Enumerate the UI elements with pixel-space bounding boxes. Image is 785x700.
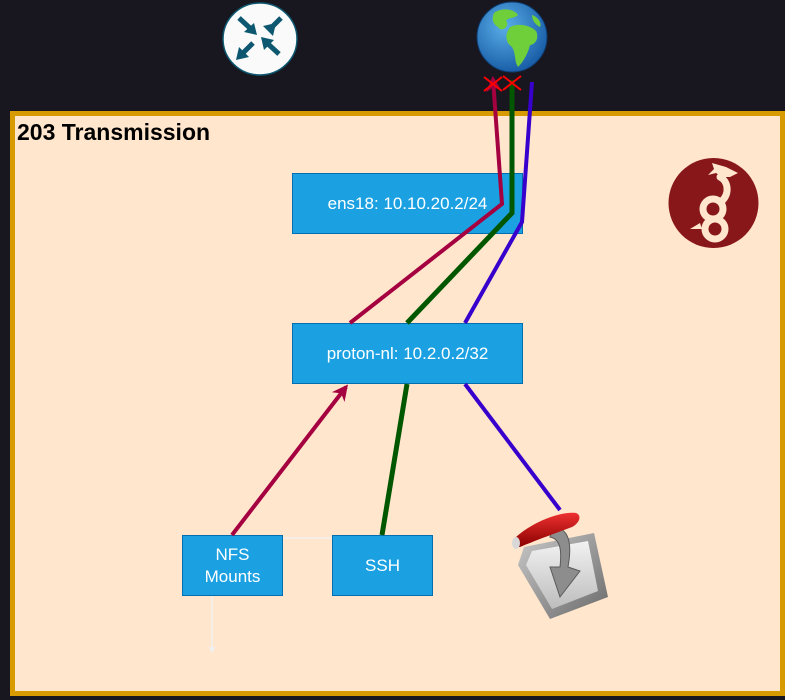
node-proton-nl[interactable]: proton-nl: 10.2.0.2/32 (292, 323, 523, 384)
transmission-to-internet-line[interactable] (463, 81, 534, 324)
transmission-app-icon (510, 505, 612, 628)
node-ssh[interactable]: SSH (332, 535, 433, 596)
blocked-marker-nfs (483, 76, 503, 92)
ssh-to-internet-line[interactable] (405, 80, 515, 325)
nfs-to-internet-line[interactable] (348, 75, 505, 325)
container-title: 203 Transmission (17, 119, 211, 145)
transmission-to-proton-line[interactable] (463, 382, 562, 512)
node-proton-nl-label: proton-nl: 10.2.0.2/32 (326, 343, 489, 363)
wireguard-logo-icon (668, 157, 759, 253)
router-icon (222, 2, 298, 81)
node-nfs-mounts[interactable]: NFS Mounts (182, 535, 283, 596)
blocked-marker-ssh (502, 75, 522, 91)
node-nfs-mounts-label: NFS Mounts (204, 544, 261, 586)
globe-icon (474, 1, 550, 80)
node-ens18[interactable]: ens18: 10.10.20.2/24 (292, 173, 523, 234)
node-ssh-label: SSH (365, 555, 400, 575)
ssh-to-proton-line[interactable] (379, 383, 410, 536)
node-ens18-label: ens18: 10.10.20.2/24 (327, 193, 488, 213)
nfs-to-proton-line[interactable] (230, 384, 348, 537)
